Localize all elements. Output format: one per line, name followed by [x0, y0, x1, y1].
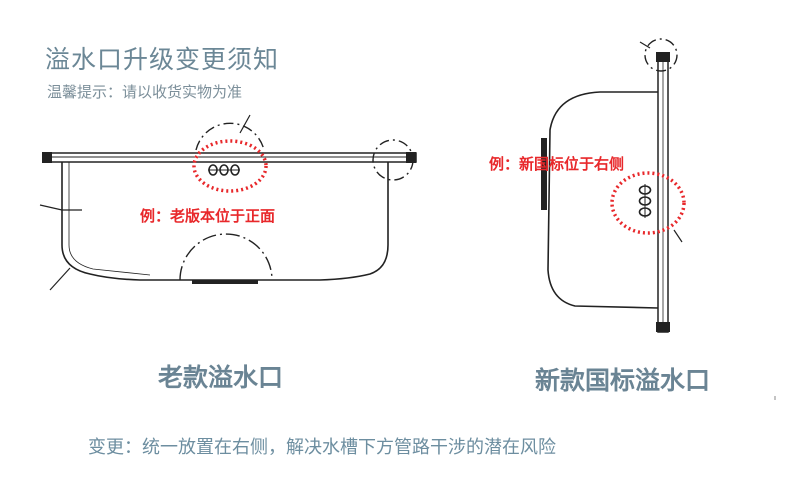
- new-overflow-highlight: [610, 171, 686, 235]
- new-sink-drawing: [541, 38, 686, 333]
- page-title: 溢水口升级变更须知: [45, 45, 280, 74]
- change-note: 变更：统一放置在右侧，解决水槽下方管路干涉的潜在风险: [88, 437, 556, 458]
- new-sink-drain: [541, 138, 547, 210]
- old-overflow-highlight: [192, 139, 268, 193]
- old-sink-drawing: [39, 114, 417, 291]
- new-overflow-holes: [638, 184, 652, 218]
- old-sink-caption: 老款溢水口: [158, 363, 284, 392]
- page-subtitle: 温馨提示：请以收货实物为准: [47, 83, 243, 101]
- old-overflow-holes: [208, 164, 240, 176]
- new-sink-basin: [547, 91, 659, 309]
- new-example-label: 例：新国标位于右侧: [489, 155, 625, 173]
- new-sink-caption: 新款国标溢水口: [535, 366, 711, 395]
- old-example-label: 例：老版本位于正面: [140, 207, 276, 225]
